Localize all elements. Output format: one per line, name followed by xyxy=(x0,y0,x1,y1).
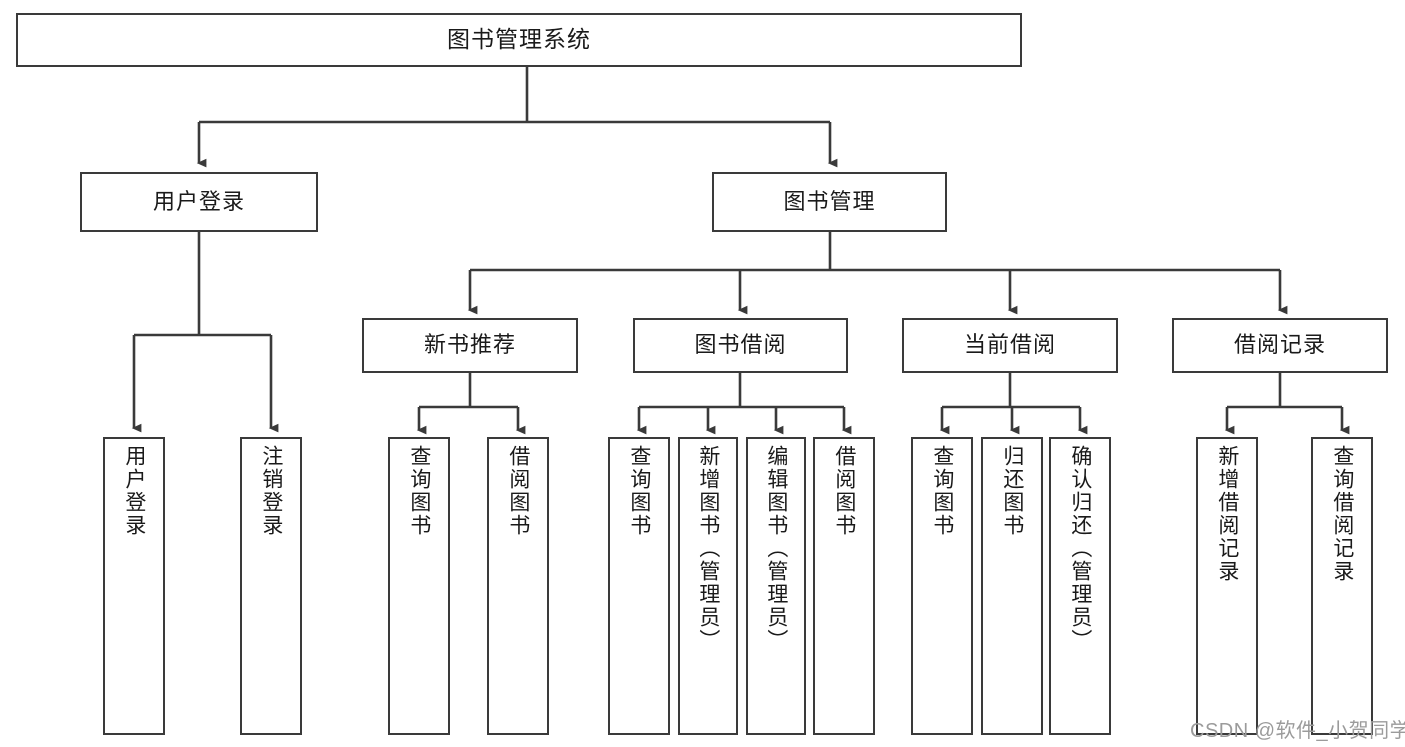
node-label: 用户登录 xyxy=(122,445,146,537)
node-label: 借阅图书 xyxy=(506,445,530,537)
node-query-book-current[interactable]: 查询图书 xyxy=(911,437,973,735)
node-label: 新增图书（管理员） xyxy=(696,445,720,652)
node-query-book-borrow[interactable]: 查询图书 xyxy=(608,437,670,735)
node-query-borrow-record[interactable]: 查询借阅记录 xyxy=(1311,437,1373,735)
node-label: 注销登录 xyxy=(259,445,283,537)
node-label: 查询图书 xyxy=(930,445,954,537)
node-return-book[interactable]: 归还图书 xyxy=(981,437,1043,735)
node-edit-book-admin[interactable]: 编辑图书（管理员） xyxy=(746,437,806,735)
node-confirm-return-admin[interactable]: 确认归还（管理员） xyxy=(1049,437,1111,735)
node-query-book-recommend[interactable]: 查询图书 xyxy=(388,437,450,735)
node-current-borrow[interactable]: 当前借阅 xyxy=(902,318,1118,373)
node-label: 编辑图书（管理员） xyxy=(764,445,788,652)
node-label: 新增借阅记录 xyxy=(1215,445,1239,583)
node-borrow-record[interactable]: 借阅记录 xyxy=(1172,318,1388,373)
node-label: 查询图书 xyxy=(627,445,651,537)
node-label: 新书推荐 xyxy=(423,332,516,358)
node-label: 查询借阅记录 xyxy=(1330,445,1354,583)
node-label: 图书管理系统 xyxy=(447,26,591,53)
node-borrow-book-recommend[interactable]: 借阅图书 xyxy=(487,437,549,735)
node-borrow-book-action[interactable]: 借阅图书 xyxy=(813,437,875,735)
node-new-book-recommend[interactable]: 新书推荐 xyxy=(362,318,578,373)
node-book-management[interactable]: 图书管理 xyxy=(712,172,947,232)
node-label: 用户登录 xyxy=(152,188,245,214)
watermark-text: CSDN @软件_小贺同学 xyxy=(1190,720,1405,742)
node-book-borrow[interactable]: 图书借阅 xyxy=(633,318,848,373)
node-label: 查询图书 xyxy=(407,445,431,537)
node-label: 当前借阅 xyxy=(963,332,1056,358)
node-root-system[interactable]: 图书管理系统 xyxy=(16,13,1022,67)
node-add-book-admin[interactable]: 新增图书（管理员） xyxy=(678,437,738,735)
node-label: 确认归还（管理员） xyxy=(1068,445,1092,652)
node-label: 图书管理 xyxy=(783,188,876,214)
node-label: 图书借阅 xyxy=(694,332,787,358)
node-logout-action[interactable]: 注销登录 xyxy=(240,437,302,735)
node-label: 归还图书 xyxy=(1000,445,1024,537)
node-user-login-action[interactable]: 用户登录 xyxy=(103,437,165,735)
node-label: 借阅图书 xyxy=(832,445,856,537)
node-user-login[interactable]: 用户登录 xyxy=(80,172,318,232)
node-add-borrow-record[interactable]: 新增借阅记录 xyxy=(1196,437,1258,735)
node-label: 借阅记录 xyxy=(1233,332,1326,358)
